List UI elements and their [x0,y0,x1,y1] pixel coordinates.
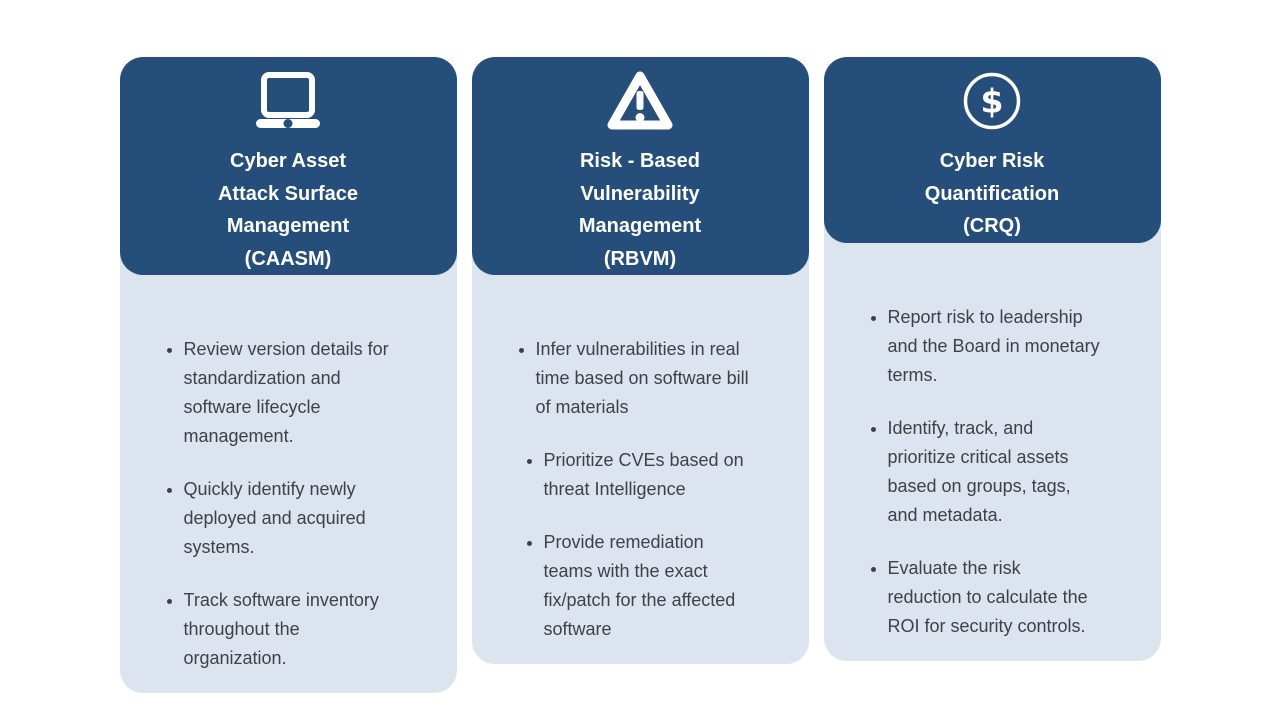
svg-text:$: $ [981,82,1004,121]
bullet-item: Provide remediation teams with the exact… [544,528,787,644]
card-title: Cyber Risk Quantification (CRQ) [924,150,1060,237]
card-crq-header: $ Cyber Risk Quantification (CRQ) [823,57,1161,243]
bullet-item: Evaluate the risk reduction to calculate… [888,554,1139,641]
card-crq: $ Cyber Risk Quantification (CRQ) Report… [823,57,1161,661]
card-title: Cyber Asset Attack Surface Management (C… [217,150,359,270]
bullet-item: Quickly identify newly deployed and acqu… [184,475,435,562]
bullet-item: Identify, track, and prioritize critical… [888,414,1139,530]
card-caasm-header: Cyber Asset Attack Surface Management (C… [119,57,457,275]
card-rbvm-body: Infer vulnerabilities in real time based… [471,247,809,664]
warning-triangle-icon [604,69,676,133]
bullet-list: Report risk to leadership and the Board … [862,303,1139,641]
bullet-item: Report risk to leadership and the Board … [888,303,1139,390]
card-rbvm-header: Risk - Based Vulnerability Management (R… [471,57,809,275]
card-title: Risk - Based Vulnerability Management (R… [578,150,702,270]
card-caasm-body: Review version details for standardizati… [119,247,457,693]
card-caasm: Cyber Asset Attack Surface Management (C… [119,57,457,693]
card-crq-body: Report risk to leadership and the Board … [823,214,1161,661]
bullet-list: Infer vulnerabilities in real time based… [510,335,787,644]
bullet-item: Infer vulnerabilities in real time based… [536,335,787,422]
cards-row: Cyber Asset Attack Surface Management (C… [0,57,1280,693]
card-rbvm: Risk - Based Vulnerability Management (R… [471,57,809,664]
bullet-item: Review version details for standardizati… [184,335,435,451]
bullet-item: Track software inventory throughout the … [184,586,435,673]
laptop-icon [256,69,320,133]
bullet-list: Review version details for standardizati… [158,335,435,673]
dollar-circle-icon: $ [962,69,1022,133]
bullet-item: Prioritize CVEs based on threat Intellig… [544,446,787,504]
